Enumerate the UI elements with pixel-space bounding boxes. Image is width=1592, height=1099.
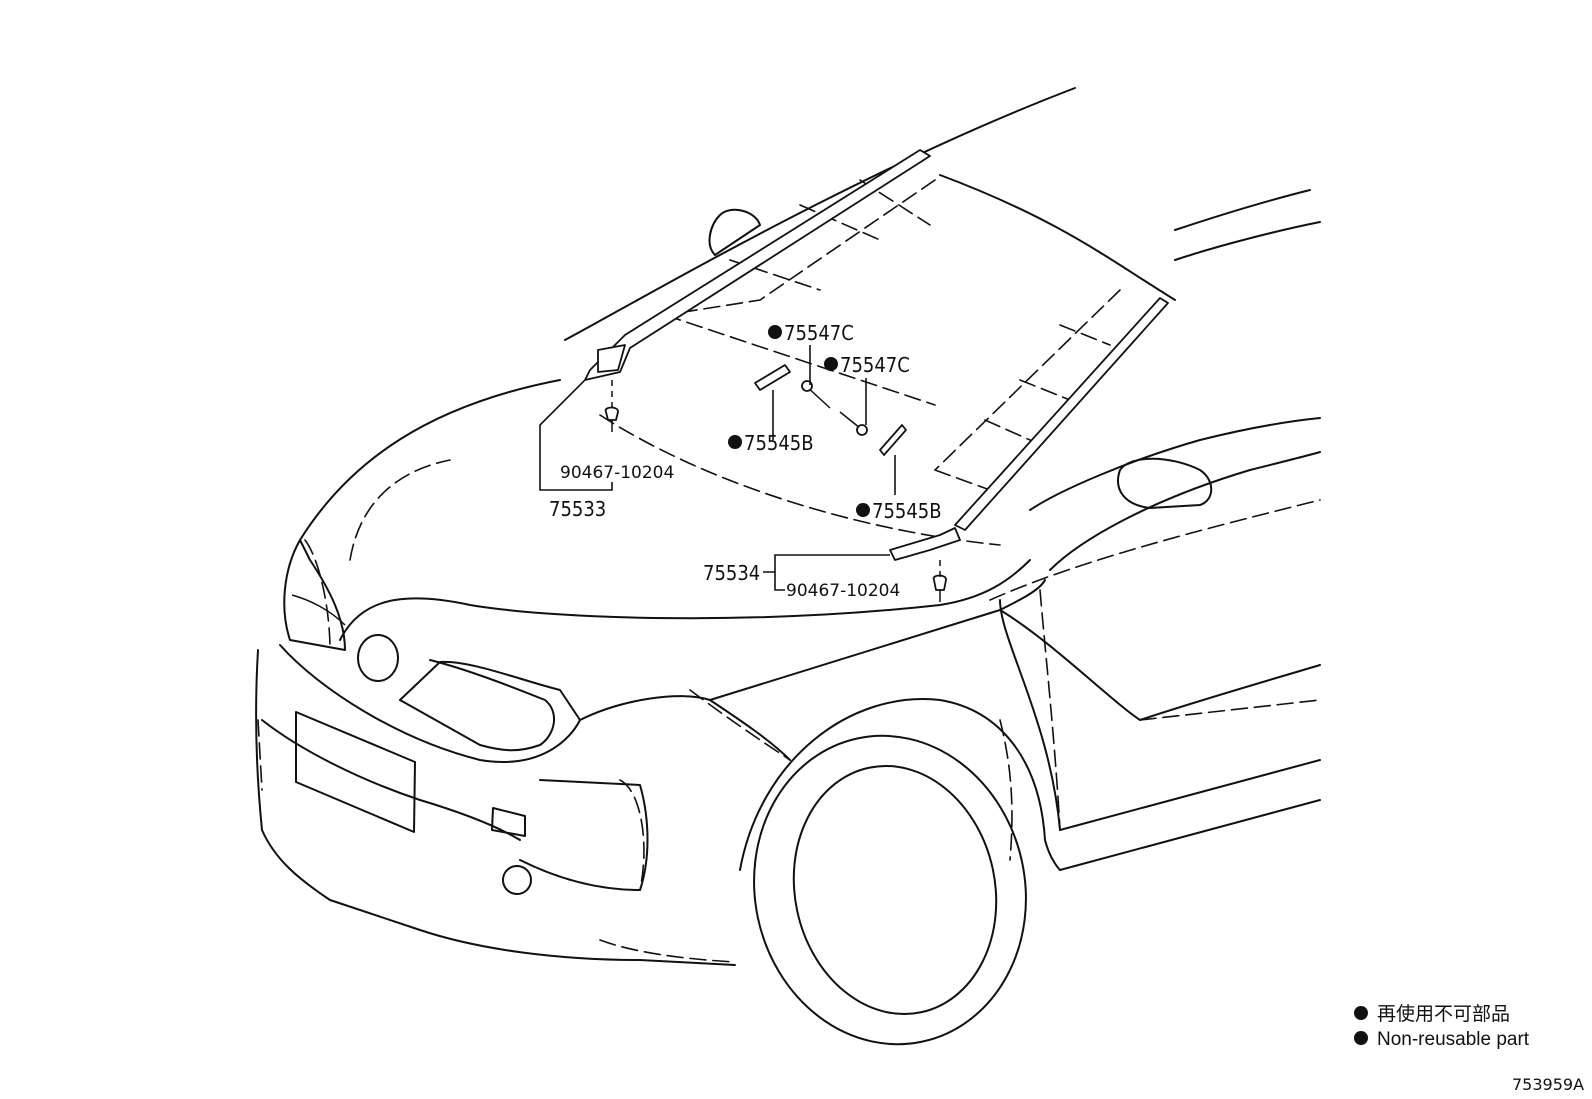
dash-segment-6 (984, 419, 1031, 441)
door-hidden (989, 499, 1321, 601)
leader-75534-lower (774, 572, 785, 591)
leader-75534-upper (763, 554, 890, 573)
door-top-line (1049, 451, 1321, 571)
nonreusable-dot (728, 435, 742, 449)
rocker-bottom (1059, 799, 1321, 871)
hood-left-edge (299, 379, 561, 541)
callout-75547c-upper: 75547C (784, 321, 854, 345)
windshield-top-edge (939, 174, 1176, 301)
clip-left-part (604, 406, 619, 421)
side-mirror (1117, 457, 1213, 509)
hood-hidden-left (304, 539, 331, 651)
windshield-right-hidden (934, 289, 1121, 471)
molding-right-part (954, 297, 1169, 531)
parts (584, 149, 1169, 602)
nonreusable-dot (824, 357, 838, 371)
legend: 再使用不可部品 Non-reusable part (1354, 1003, 1530, 1050)
leader-lines (539, 345, 941, 591)
fog-lamp (502, 865, 532, 895)
legend-dot-jp (1354, 1006, 1368, 1020)
retainer-left-part (754, 364, 791, 391)
roof-rail-right-2 (1174, 221, 1321, 261)
headlight-left-detail (291, 594, 346, 626)
callout-75547c-lower: 75547C (840, 353, 910, 377)
legend-dot-en (1354, 1031, 1368, 1045)
hidden-lines (257, 179, 1321, 963)
leader-75533 (539, 379, 613, 491)
left-mirror (708, 208, 761, 256)
legend-text-jp: 再使用不可部品 (1377, 1003, 1510, 1025)
front-grille-upper (279, 644, 581, 763)
wheel-arch (739, 698, 1046, 871)
front-vent (399, 659, 555, 752)
pillar-hidden (1039, 589, 1061, 831)
clip-lower-head (856, 424, 868, 436)
callout-75533: 75533 (549, 497, 606, 521)
beltline (1029, 417, 1321, 511)
tire-outer (753, 734, 1027, 1046)
molding-left-bracket (597, 344, 626, 373)
bumper-crease (261, 719, 521, 841)
bumper-sensor (491, 807, 526, 837)
windshield-left-hidden (664, 179, 936, 316)
dash-segment-4 (1059, 324, 1111, 346)
callout-75534: 75534 (703, 561, 760, 585)
nonreusable-dot (768, 325, 782, 339)
a-pillar-lower (999, 599, 1061, 831)
license-plate-area (295, 711, 416, 833)
figure-code: 753959A (1512, 1075, 1584, 1094)
cowl-hidden-line (599, 414, 1001, 546)
hood-hidden-inner (349, 459, 451, 561)
emblem (357, 634, 399, 682)
roof-rail-right (1174, 189, 1311, 231)
legend-text-en: Non-reusable part (1377, 1029, 1530, 1050)
dash-segment-5 (1019, 379, 1071, 401)
callout-75545b-right: 75545B (872, 499, 942, 523)
hood-front-edge (339, 559, 1031, 641)
tire-inner (792, 764, 998, 1016)
lower-intake (519, 779, 649, 891)
rocker-line (1059, 759, 1321, 831)
dash-segment-7 (934, 469, 991, 491)
side-crease (999, 609, 1321, 721)
bumper-hidden-left (257, 719, 263, 791)
sill-hidden (1139, 699, 1321, 721)
fender-hidden (689, 689, 791, 761)
headlight-left (283, 539, 346, 651)
arch-end (1044, 839, 1061, 871)
callout-75545b-left: 75545B (744, 431, 814, 455)
vehicle-outline (255, 87, 1321, 1046)
clip-right-part (932, 574, 947, 591)
arch-hidden (999, 719, 1013, 861)
molding-right-bracket (889, 527, 961, 561)
roof-line (564, 87, 1076, 341)
windshield-lower-hidden (664, 314, 936, 406)
bumper-hidden-bottom (599, 939, 736, 963)
dash-segment-2 (799, 204, 881, 241)
front-bumper-outline (255, 649, 736, 966)
retainer-right-part (879, 424, 907, 456)
molding-left-part (584, 149, 931, 381)
fender-front (579, 695, 791, 761)
intake-hidden (619, 779, 645, 891)
nonreusable-dot (856, 503, 870, 517)
callout-90467-right: 90467-10204 (786, 581, 900, 601)
callouts: 75547C 75547C 75545B 75545B 90467-10204 … (549, 321, 942, 601)
callout-90467-left: 90467-10204 (560, 463, 674, 483)
